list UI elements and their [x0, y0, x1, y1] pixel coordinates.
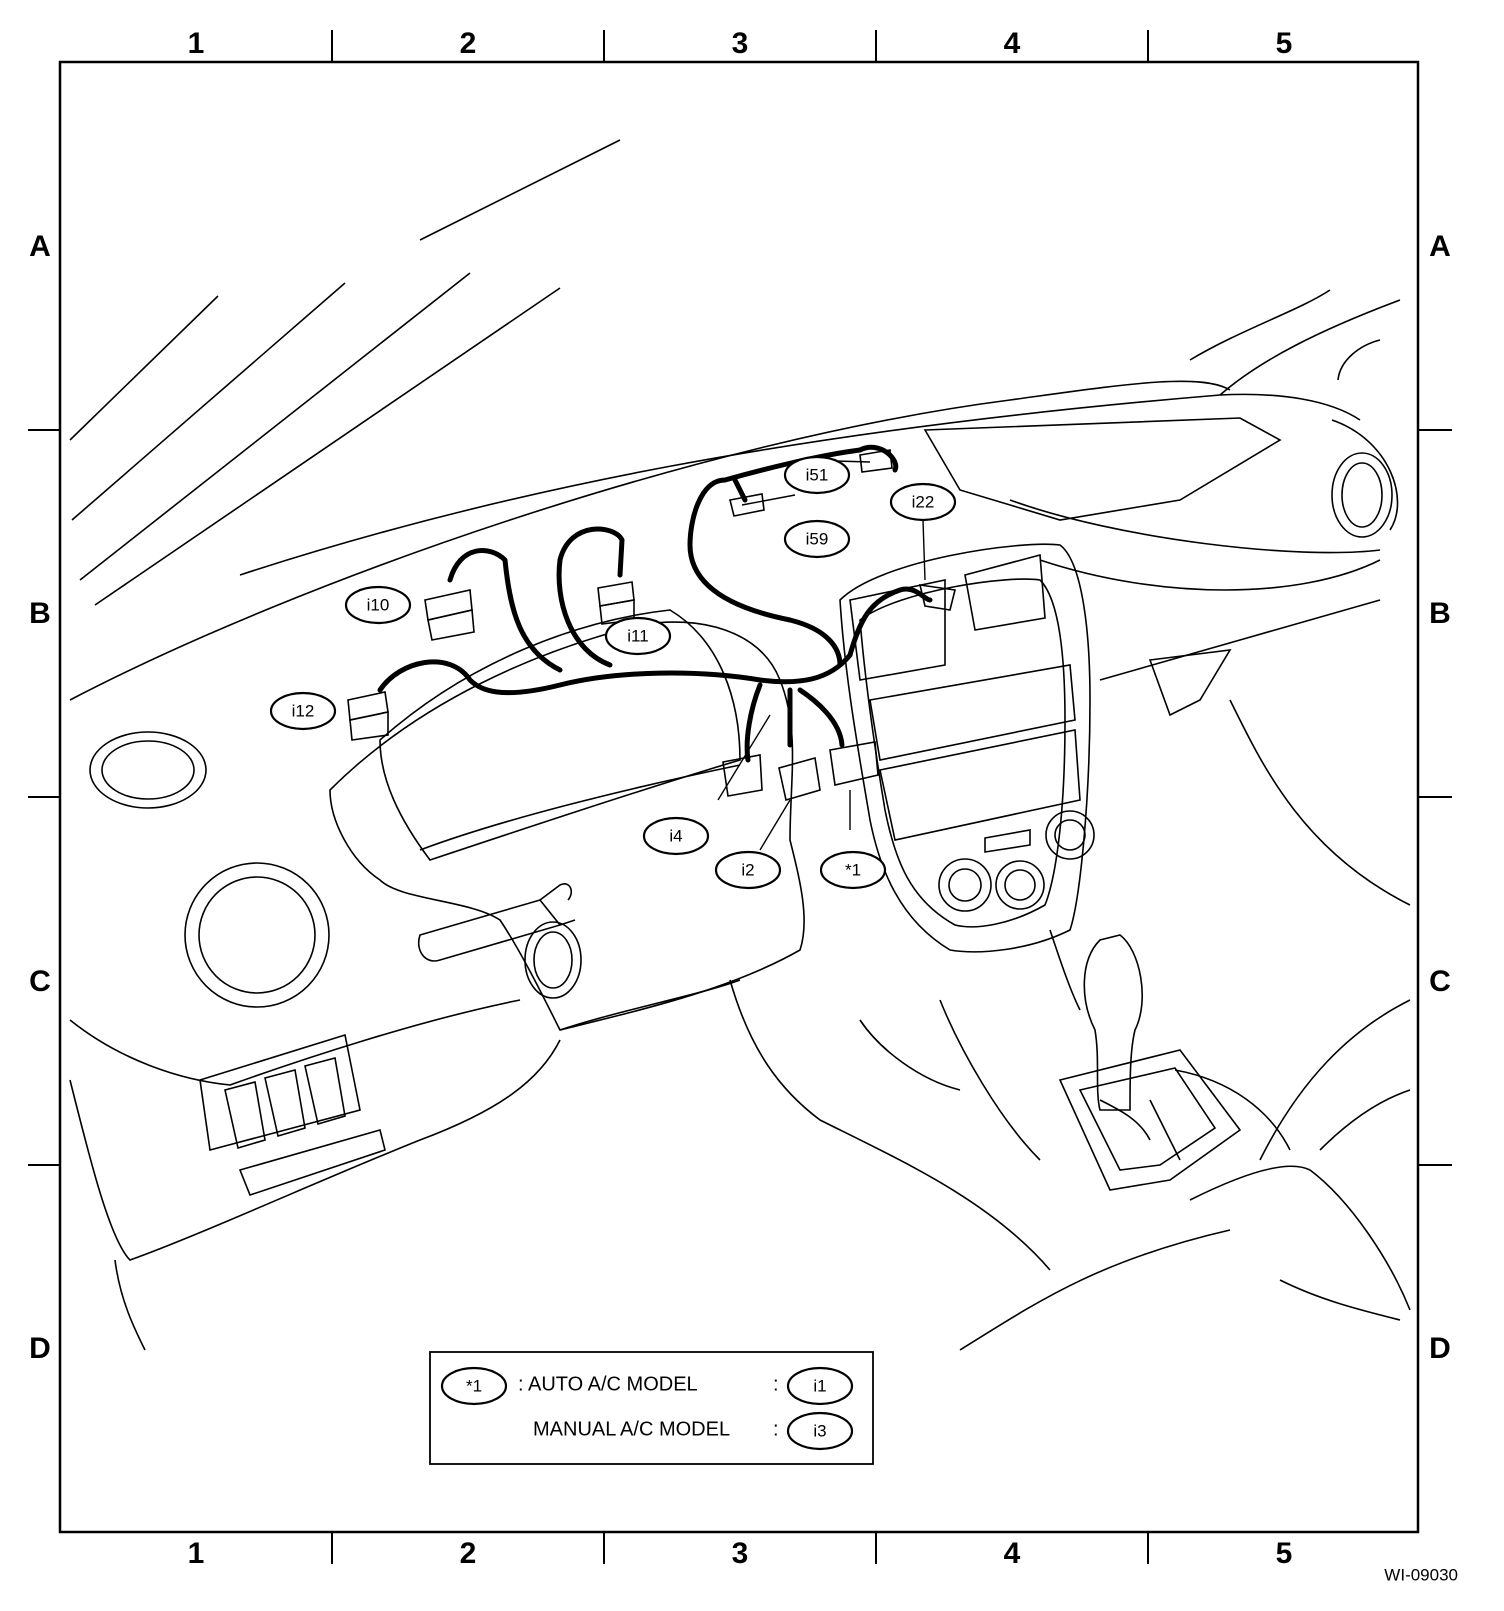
- grid-row-right-b: B: [1429, 597, 1451, 630]
- windshield-lines: [69, 139, 621, 606]
- legend-auto-connector: i1: [813, 1376, 826, 1395]
- connector-callout-i22: i22: [889, 482, 957, 522]
- connector-callout-star1: *1: [819, 850, 887, 890]
- row-ticks: [28, 429, 1452, 1166]
- diagram-frame: [58, 60, 1420, 1534]
- grid-col-top-4: 4: [1004, 27, 1021, 60]
- grid-col-bottom-2: 2: [460, 1537, 477, 1570]
- connector-label-i51: i51: [806, 465, 829, 484]
- grid-row-left-b: B: [29, 597, 51, 630]
- legend-manual-label: MANUAL A/C MODEL: [533, 1418, 730, 1440]
- grid-col-bottom-1: 1: [188, 1537, 205, 1570]
- figure-code: WI-09030: [1384, 1565, 1458, 1584]
- connector-label-star1: *1: [845, 860, 861, 879]
- connector-callout-i10: i10: [344, 585, 412, 625]
- legend-manual-separator: :: [773, 1418, 779, 1440]
- connector-label-i12: i12: [292, 701, 315, 720]
- connector-blocks: [347, 449, 956, 802]
- connector-callout-i11: i11: [604, 616, 672, 656]
- connector-callout-i12: i12: [269, 691, 337, 731]
- connector-label-i59: i59: [806, 529, 829, 548]
- connector-callout-i59: i59: [783, 519, 851, 559]
- grid-col-top-5: 5: [1276, 27, 1293, 60]
- grid-row-left-c: C: [29, 965, 51, 998]
- grid-row-right-c: C: [1429, 965, 1451, 998]
- grid-col-bottom-4: 4: [1004, 1537, 1021, 1570]
- grid-col-bottom-5: 5: [1276, 1537, 1293, 1570]
- connector-label-i2: i2: [741, 860, 754, 879]
- connector-callout-i51: i51: [783, 455, 851, 495]
- grid-col-top-3: 3: [732, 27, 749, 60]
- grid-row-right-a: A: [1429, 230, 1451, 263]
- dashboard-outline: [69, 289, 1411, 1351]
- grid-col-top-2: 2: [460, 27, 477, 60]
- connector-label-i10: i10: [367, 595, 390, 614]
- connector-label-i4: i4: [669, 826, 682, 845]
- legend-auto-separator: :: [773, 1373, 779, 1395]
- wiring-harness: [377, 445, 933, 763]
- connector-label-i22: i22: [912, 492, 935, 511]
- legend-box: *1 : AUTO A/C MODEL : i1 MANUAL A/C MODE…: [429, 1351, 874, 1465]
- connector-label-i11: i11: [627, 626, 648, 645]
- legend-auto-label: : AUTO A/C MODEL: [518, 1373, 698, 1395]
- grid-col-bottom-3: 3: [732, 1537, 749, 1570]
- connector-callout-i4: i4: [642, 816, 710, 856]
- legend-symbol: *1: [466, 1376, 482, 1395]
- grid-col-top-1: 1: [188, 27, 205, 60]
- grid-row-left-d: D: [29, 1332, 51, 1365]
- column-ticks: [331, 30, 1149, 1564]
- legend-manual-connector: i3: [813, 1421, 826, 1440]
- grid-row-right-d: D: [1429, 1332, 1451, 1365]
- grid-row-left-a: A: [29, 230, 51, 263]
- connector-callout-i2: i2: [714, 850, 782, 890]
